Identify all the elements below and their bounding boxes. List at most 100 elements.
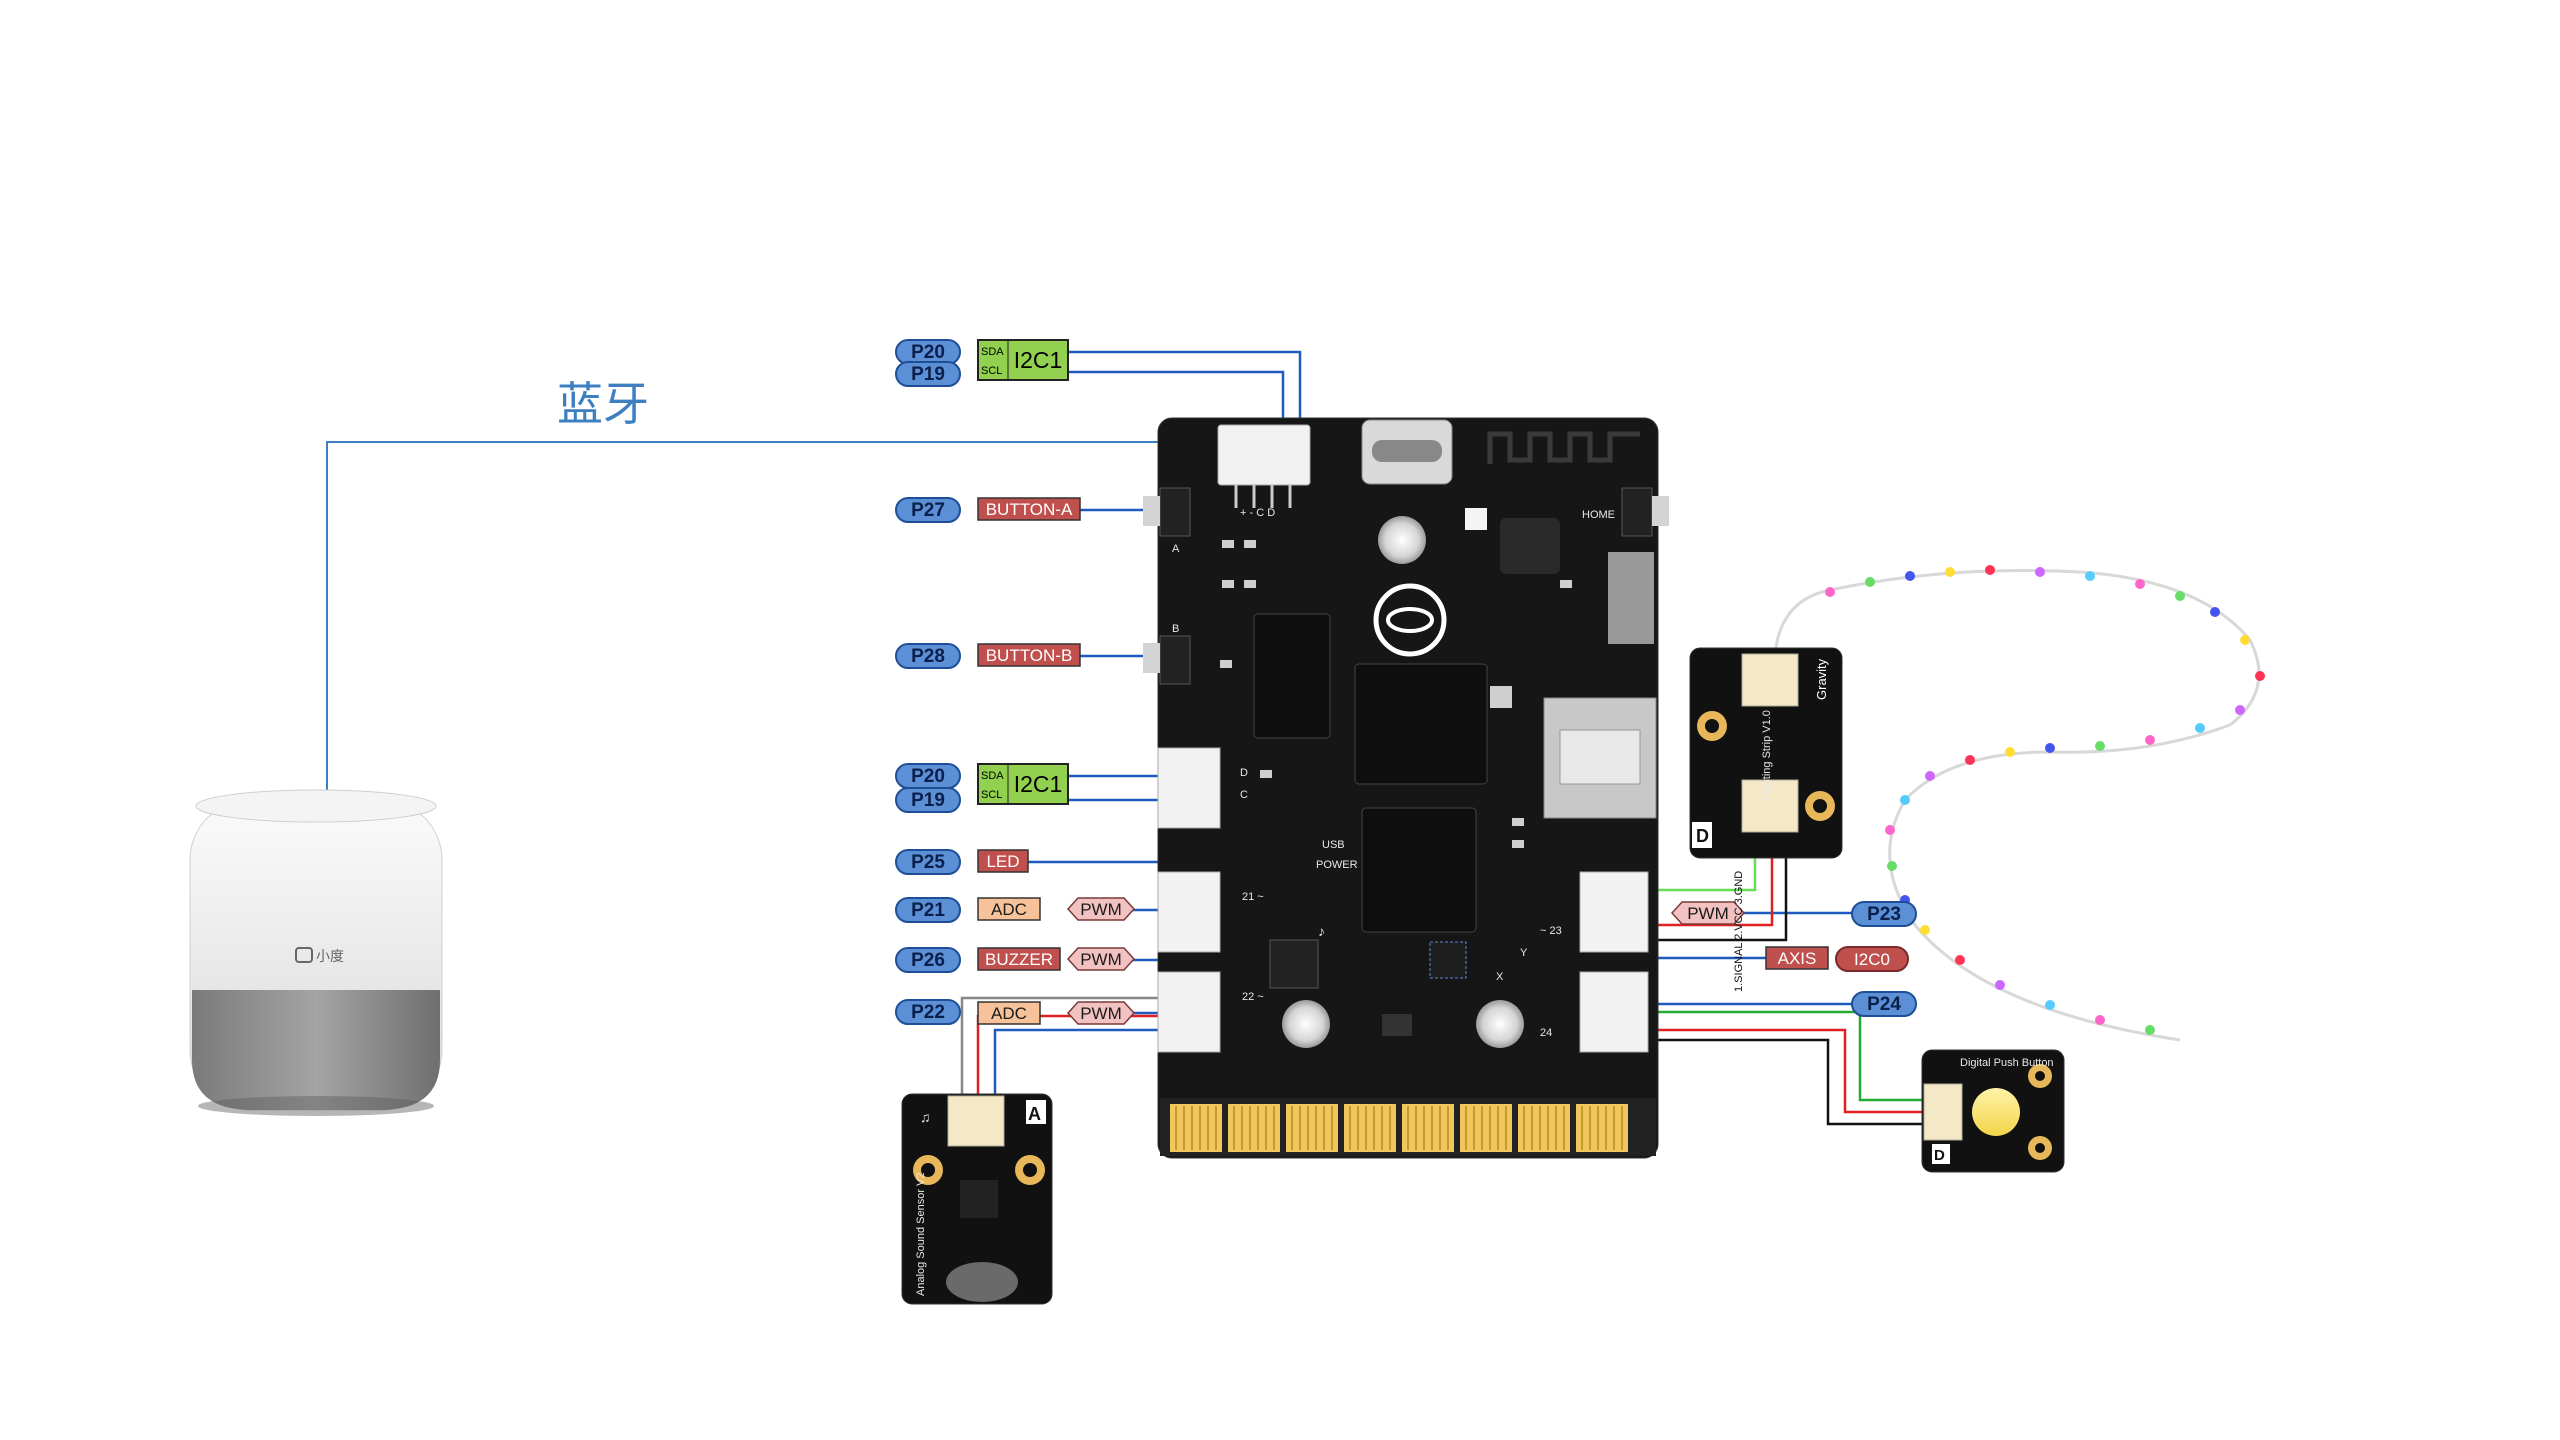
- button-b-silk: B: [1172, 623, 1179, 635]
- bluetooth-link-line: [326, 428, 1344, 790]
- p23-pwm-tag-box: [1670, 901, 1746, 925]
- led-pin: P25: [911, 852, 945, 873]
- axis-y-silk: Y: [1520, 947, 1528, 959]
- push-button-cap[interactable]: [1972, 1088, 2020, 1136]
- button-b-tag-box: [977, 643, 1081, 667]
- wire-sound-red: [976, 1014, 1168, 1100]
- wire-strip-green: [1648, 845, 1757, 892]
- mid-sda-pin: P20: [911, 766, 945, 787]
- gold-finger: [1460, 1104, 1512, 1152]
- light-sensor: [1378, 516, 1426, 564]
- led-strip-led: [1965, 755, 1975, 765]
- board-logo-icon: [1373, 583, 1447, 657]
- sound-pin-pill: [895, 999, 961, 1025]
- led-strip-led: [2085, 571, 2095, 581]
- mid-i2c-tag: I2C1: [1014, 771, 1063, 797]
- buzzer-icon: ♪: [1318, 923, 1325, 939]
- p21-connector: [1157, 871, 1221, 953]
- mid-i2c-tag-sda: SDA: [981, 770, 1004, 782]
- led-strip-pin: P23: [1867, 904, 1901, 925]
- home-button[interactable]: [1621, 487, 1653, 537]
- button-a-pin-pill: [895, 497, 961, 523]
- button-a-tag-box: [977, 497, 1081, 521]
- top-i2c-tag-box: [977, 339, 1069, 381]
- top-scl-pin-pill: [895, 361, 961, 387]
- gold-finger: [1576, 1104, 1628, 1152]
- button-a-pin: P27: [911, 500, 945, 521]
- chip-left: [1253, 613, 1331, 739]
- led-strip-led: [2145, 735, 2155, 745]
- button-b[interactable]: [1159, 635, 1191, 685]
- led-strip-led: [2005, 747, 2015, 757]
- led-strip-module: D Gravity Lighting Strip V1.0 1.SIGNAL 2…: [1689, 647, 1843, 992]
- led-strip-led: [1865, 577, 1875, 587]
- led-strip-led: [2095, 741, 2105, 751]
- led-pin-pill: [895, 849, 961, 875]
- led-strip-pinout: 1.SIGNAL 2.VCC 3.GND: [1733, 871, 1745, 992]
- mid-i2c-connector: [1157, 747, 1221, 829]
- chip-main: [1354, 663, 1488, 785]
- buzzer-pin: P26: [911, 950, 945, 971]
- top-sda-pin: P20: [911, 342, 945, 363]
- led-strip-led: [2045, 1000, 2055, 1010]
- top-i2c-tag-sda: SDA: [981, 346, 1004, 358]
- led-strip-led: [2235, 705, 2245, 715]
- top-i2c-tag: I2C1: [1014, 347, 1063, 373]
- led-strip-badge: D: [1696, 826, 1709, 846]
- led-strip: [1825, 565, 2265, 1035]
- led-strip-led: [1905, 571, 1915, 581]
- mid-scl-pin-pill: [895, 787, 961, 813]
- speaker-logo-icon: [295, 947, 313, 963]
- push-button-badge: D: [1934, 1147, 1945, 1164]
- push-button-module: D Digital Push Button: [1921, 1049, 2065, 1173]
- top-i2c-connector: [1217, 424, 1311, 486]
- led-strip-pin-pill: [1851, 901, 1917, 927]
- i2c0-pill: [1835, 946, 1909, 972]
- led-strip-led: [2210, 607, 2220, 617]
- p26-pwm-tag: PWM: [1080, 950, 1122, 969]
- p21-silk: 21 ~: [1242, 891, 1264, 903]
- buzzer-pin-pill: [895, 947, 961, 973]
- button-b-pin: P28: [911, 646, 945, 667]
- push-button-pin: P24: [1867, 994, 1901, 1015]
- top-scl-pin: P19: [911, 364, 945, 385]
- wire-pushbtn-green: [1648, 1010, 1930, 1102]
- adc-tag: ADC: [991, 900, 1027, 919]
- wire-sound-blue: [993, 1028, 1168, 1100]
- axis-tag: AXIS: [1778, 949, 1817, 968]
- buzzer-tag: BUZZER: [985, 950, 1053, 969]
- led-tag: LED: [986, 852, 1019, 871]
- p22-adc-tag: ADC: [991, 1004, 1027, 1023]
- wire-strip-black: [1648, 845, 1788, 942]
- gold-finger: [1228, 1104, 1280, 1152]
- led-strip-led: [1920, 925, 1930, 935]
- p23-pwm-tag: PWM: [1687, 904, 1729, 923]
- sound-sensor-badge: A: [1028, 1104, 1041, 1124]
- wire-top-scl: [1068, 370, 1285, 428]
- axis-x-silk: X: [1496, 971, 1504, 983]
- home-silk: HOME: [1582, 509, 1615, 521]
- p23-connector: [1579, 871, 1649, 953]
- led-strip-led: [1945, 567, 1955, 577]
- button-a[interactable]: [1159, 487, 1191, 537]
- top-i2c-tag-scl: SCL: [981, 365, 1002, 377]
- led-strip-led: [1885, 825, 1895, 835]
- gold-finger: [1518, 1104, 1570, 1152]
- wire-top-sda: [1068, 350, 1302, 428]
- p24-silk: 24: [1540, 1027, 1552, 1039]
- p24-connector: [1579, 971, 1649, 1053]
- led-strip-led: [1995, 980, 2005, 990]
- p22-connector: [1157, 971, 1221, 1053]
- button-b-pin-pill: [895, 643, 961, 669]
- led-strip-led: [2145, 1025, 2155, 1035]
- p21-pwm-tag-box: [1066, 897, 1136, 921]
- led-strip-led: [1887, 861, 1897, 871]
- p22-pwm-tag-box: [1066, 1001, 1136, 1025]
- adc-pin: P21: [911, 900, 945, 921]
- mid-i2c-tag-box: [977, 763, 1069, 805]
- mid-d-silk: D: [1240, 767, 1248, 779]
- push-button-desc: Digital Push Button: [1960, 1057, 2054, 1069]
- led-strip-led: [1825, 587, 1835, 597]
- led-strip-led: [2095, 1015, 2105, 1025]
